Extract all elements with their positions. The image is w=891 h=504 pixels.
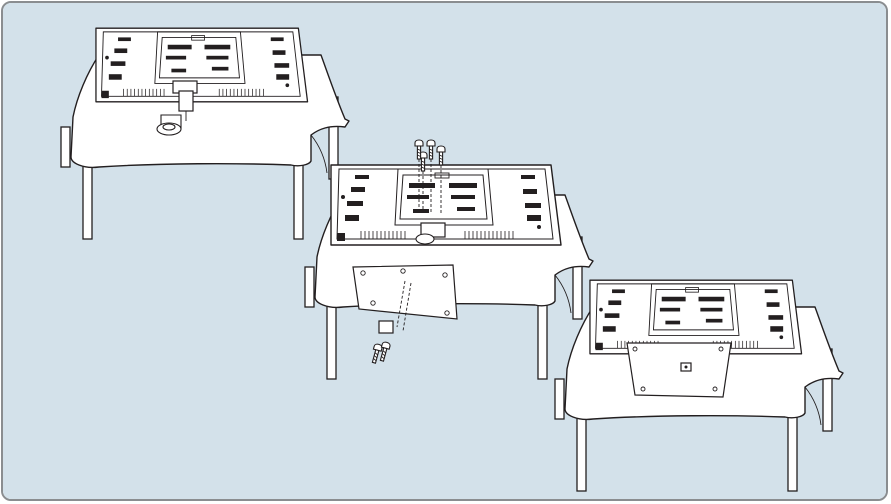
stand-installation-diagram (3, 3, 888, 501)
